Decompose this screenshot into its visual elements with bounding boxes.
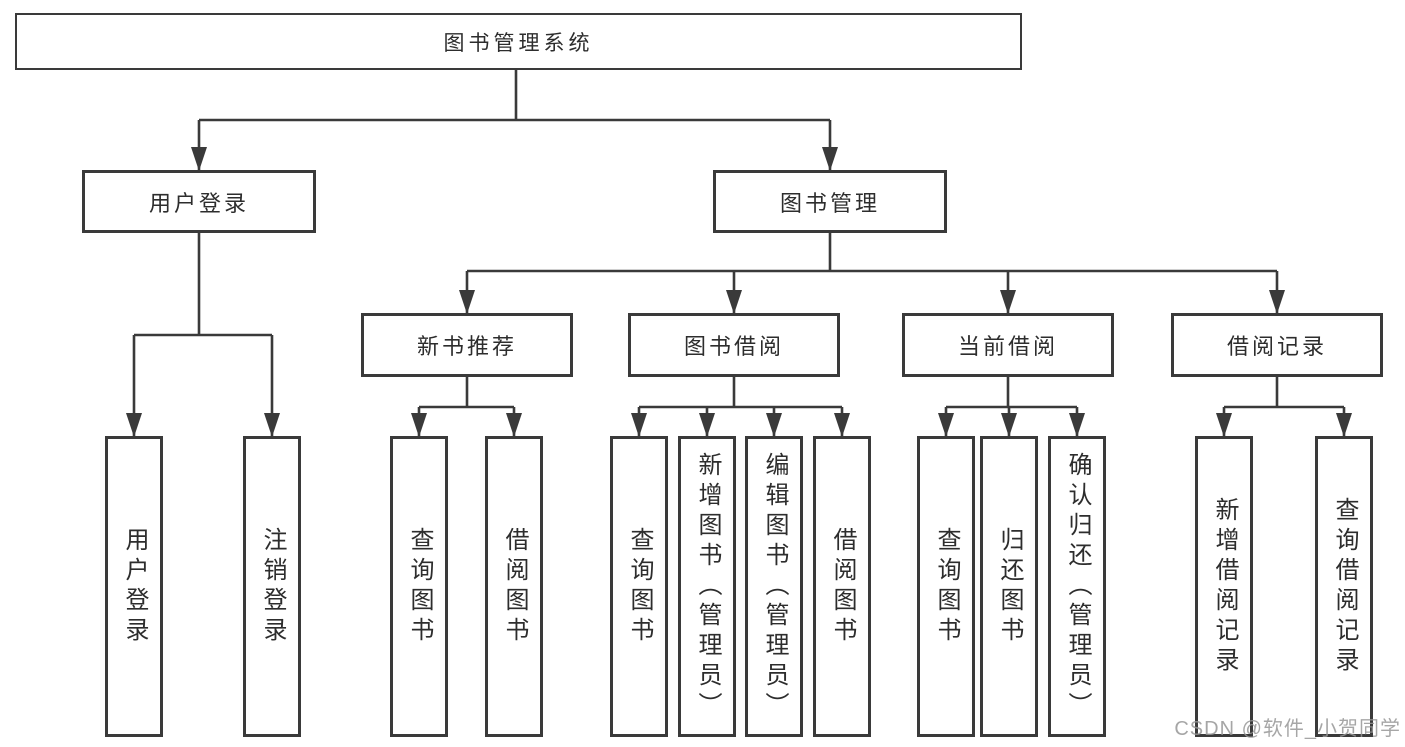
leaf-label: 归还图书 <box>996 526 1023 647</box>
node-book-borrow: 图书借阅 <box>628 313 840 377</box>
leaf-current-query-book: 查询图书 <box>917 436 975 737</box>
node-label: 图书管理系统 <box>443 31 594 55</box>
leaf-add-book-admin: 新增图书（管理员） <box>678 436 736 737</box>
node-label: 用户登录 <box>148 190 249 216</box>
node-current-borrow: 当前借阅 <box>902 313 1114 377</box>
leaf-label: 查询图书 <box>933 526 960 647</box>
node-label: 图书管理 <box>779 190 880 216</box>
node-book-management: 图书管理 <box>713 170 947 233</box>
leaf-confirm-return-admin: 确认归还（管理员） <box>1048 436 1106 737</box>
leaf-label: 编辑图书（管理员） <box>761 451 788 722</box>
leaf-recommend-borrow-book: 借阅图书 <box>485 436 543 737</box>
leaf-label: 确认归还（管理员） <box>1064 451 1091 722</box>
leaf-label: 新增借阅记录 <box>1211 496 1238 677</box>
leaf-label: 借阅图书 <box>501 526 528 647</box>
leaf-edit-book-admin: 编辑图书（管理员） <box>745 436 803 737</box>
leaf-label: 借阅图书 <box>829 526 856 647</box>
node-new-book-recommend: 新书推荐 <box>361 313 573 377</box>
node-borrow-records: 借阅记录 <box>1171 313 1383 377</box>
leaf-logout: 注销登录 <box>243 436 301 737</box>
leaf-recommend-query-book: 查询图书 <box>390 436 448 737</box>
leaf-add-borrow-record: 新增借阅记录 <box>1195 436 1253 737</box>
leaf-query-borrow-record: 查询借阅记录 <box>1315 436 1373 737</box>
node-library-system: 图书管理系统 <box>15 13 1022 70</box>
node-label: 新书推荐 <box>416 334 517 359</box>
node-label: 图书借阅 <box>683 334 784 359</box>
leaf-label: 用户登录 <box>121 526 148 647</box>
node-user-login: 用户登录 <box>82 170 316 233</box>
leaf-borrow-book: 借阅图书 <box>813 436 871 737</box>
leaf-label: 查询借阅记录 <box>1331 496 1358 677</box>
leaf-label: 查询图书 <box>626 526 653 647</box>
node-label: 借阅记录 <box>1226 334 1327 359</box>
csdn-watermark: CSDN @软件_小贺同学 <box>1174 718 1401 740</box>
leaf-borrow-query-book: 查询图书 <box>610 436 668 737</box>
node-label: 当前借阅 <box>957 334 1058 359</box>
leaf-label: 注销登录 <box>259 526 286 647</box>
leaf-label: 查询图书 <box>406 526 433 647</box>
leaf-user-login: 用户登录 <box>105 436 163 737</box>
leaf-return-book: 归还图书 <box>980 436 1038 737</box>
leaf-label: 新增图书（管理员） <box>694 451 721 722</box>
connector-group <box>126 70 1352 437</box>
